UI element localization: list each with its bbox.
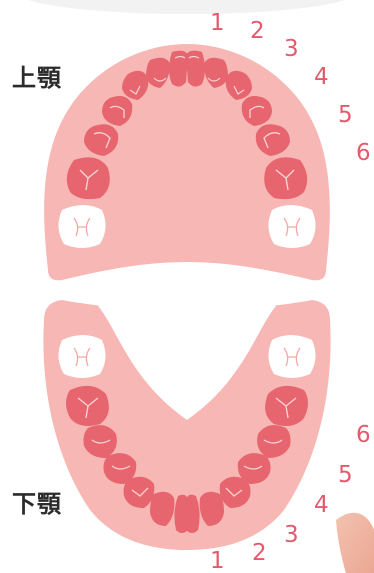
finger-illustration xyxy=(336,513,374,573)
lower-jaw-label: 下顎 xyxy=(12,484,62,519)
lower-number-1: 1 xyxy=(210,548,225,573)
upper-jaw-label: 上顎 xyxy=(12,58,62,93)
top-shadow xyxy=(17,0,357,14)
upper-tooth-1-right xyxy=(186,51,205,87)
upper-number-2: 2 xyxy=(250,18,265,44)
upper-number-5: 5 xyxy=(338,102,353,128)
upper-number-3: 3 xyxy=(284,36,299,62)
lower-number-4: 4 xyxy=(314,492,329,518)
lower-number-2: 2 xyxy=(252,540,267,566)
upper-number-6: 6 xyxy=(356,140,371,166)
upper-number-4: 4 xyxy=(314,64,329,90)
lower-number-6: 6 xyxy=(356,422,371,448)
upper-tooth-1-left xyxy=(169,51,188,87)
lower-number-5: 5 xyxy=(338,462,353,488)
upper-number-1: 1 xyxy=(210,10,225,36)
lower-number-3: 3 xyxy=(284,522,299,548)
